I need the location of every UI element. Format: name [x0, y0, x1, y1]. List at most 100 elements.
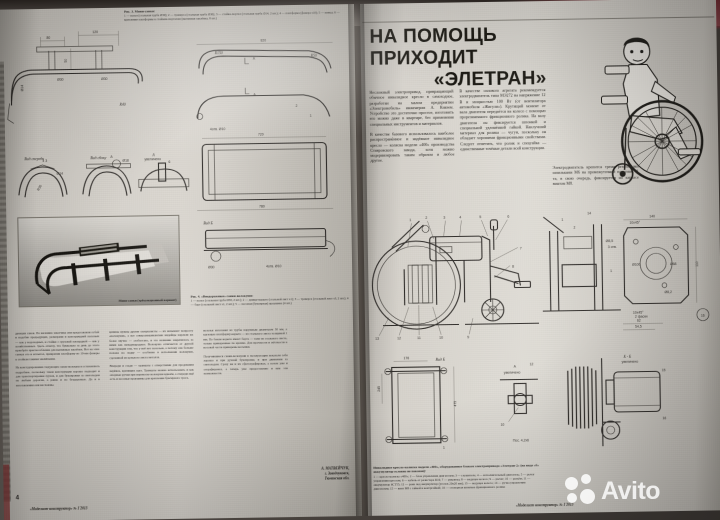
svg-text:2: 2	[296, 104, 298, 108]
right-column-1: Несложный электропривод, превращающий об…	[369, 88, 455, 164]
right-column-2: В качестве силового агрегата рекомендует…	[459, 87, 547, 152]
svg-text:780: 780	[259, 204, 265, 208]
svg-text:820: 820	[261, 38, 267, 42]
svg-text:3: 3	[443, 216, 445, 220]
fig4-caption-body: 1 — полоз (стальная труба Ø30, 2 шт.); 2…	[190, 296, 349, 308]
svg-text:1: 1	[561, 218, 563, 222]
sled-photo-image	[18, 215, 180, 307]
svg-text:Пос. 4,2х6: Пос. 4,2х6	[513, 438, 529, 442]
page-edge-red-mark	[3, 464, 11, 520]
right-journal-footer: «Моделист-конструктор» № 1'2013	[515, 502, 574, 508]
svg-text:10: 10	[501, 423, 505, 427]
svg-text:62: 62	[637, 319, 641, 323]
svg-text:Ø30: Ø30	[101, 77, 108, 81]
svg-text:1: 1	[443, 446, 445, 450]
svg-text:120: 120	[92, 30, 98, 34]
svg-text:14: 14	[587, 211, 591, 215]
fastener-detail-drawing: А увеличено 10 Пос. 4,2х6 12	[494, 359, 567, 450]
motor-roller-detail: Б - Б увеличено 15	[561, 349, 673, 455]
svg-text:12: 12	[397, 336, 401, 340]
svg-text:1: 1	[310, 114, 312, 118]
svg-text:6: 6	[168, 160, 170, 164]
frame-detail-drawing: 176 Вид Б 475 245 1	[377, 352, 499, 456]
svg-text:1: 1	[409, 218, 411, 222]
svg-text:Вид спереди: Вид спереди	[24, 157, 44, 161]
svg-text:увеличено: увеличено	[504, 370, 521, 374]
svg-text:R40: R40	[119, 103, 126, 107]
signature-region: Тюменская обл.	[324, 475, 350, 481]
svg-text:13: 13	[375, 337, 379, 341]
sled-photo-caption: Мини-санки (трёхсекционный вариант)	[118, 297, 177, 303]
svg-text:10х45°: 10х45°	[629, 221, 640, 225]
svg-text:А: А	[253, 57, 256, 61]
svg-text:54,5: 54,5	[635, 325, 642, 329]
fig3-sled-drawing: 80 120 50 R40 Ø30 Ø30 Ø14	[0, 25, 152, 137]
svg-text:увеличено: увеличено	[622, 360, 639, 364]
svg-text:720: 720	[258, 132, 264, 136]
svg-text:4отв. Ø10: 4отв. Ø10	[210, 127, 226, 131]
fig3-section-views: Вид спереди Вид сбоку А увеличено 4 3 Ø1…	[12, 149, 193, 214]
svg-text:А: А	[514, 365, 517, 369]
svg-text:140: 140	[649, 214, 655, 218]
svg-text:11: 11	[417, 336, 421, 340]
fig4-sled-drawing: 820 R150 R50 А А 4отв. Ø10 2 1	[182, 32, 354, 295]
wheelchair-man-illustration	[588, 22, 711, 194]
svg-text:475: 475	[453, 401, 457, 407]
svg-text:Вид сбоку: Вид сбоку	[90, 156, 106, 160]
svg-text:Б - Б: Б - Б	[623, 355, 632, 359]
svg-text:R50: R50	[310, 54, 317, 58]
svg-text:4отв. Ø10: 4отв. Ø10	[266, 264, 282, 268]
left-column-1: дующих санок. По желанию заказчика они п…	[15, 330, 100, 387]
svg-text:А: А	[151, 153, 155, 157]
svg-text:16: 16	[662, 416, 666, 420]
svg-text:3 отв.: 3 отв.	[608, 245, 617, 249]
fig4-caption: Рис. 4. «Внедорожные» санки-волокуши: 1 …	[191, 292, 351, 307]
svg-text:А: А	[253, 93, 256, 97]
svg-text:Ø30: Ø30	[208, 265, 215, 269]
headline-line-1: НА ПОМОЩЬ ПРИХОДИТ	[369, 24, 498, 70]
svg-text:2 фаски: 2 фаски	[635, 314, 648, 318]
sled-photograph: Мини-санки (трёхсекционный вариант)	[17, 214, 181, 308]
svg-text:110: 110	[695, 261, 699, 267]
svg-text:Ø18: Ø18	[122, 159, 129, 163]
wheelchair-front-elevation: 14 1 2 1	[539, 206, 625, 327]
svg-text:80: 80	[46, 36, 50, 40]
svg-text:Ø30: Ø30	[57, 78, 64, 82]
svg-text:Ø68: Ø68	[670, 262, 677, 266]
left-page-number: 4	[15, 495, 20, 502]
svg-text:9: 9	[467, 335, 469, 339]
right-figure-caption: Инвалидное кресло-коляска модели «400», …	[373, 463, 541, 491]
svg-text:176: 176	[404, 356, 410, 360]
left-column-2: цапины нужны другие специалисты — их наз…	[109, 328, 194, 382]
svg-text:5: 5	[479, 215, 481, 219]
svg-text:Ø14: Ø14	[57, 172, 64, 176]
svg-text:7: 7	[520, 246, 522, 250]
svg-text:4 3: 4 3	[42, 159, 47, 163]
svg-text:245: 245	[377, 386, 381, 392]
svg-text:А: А	[110, 155, 113, 159]
article-headline: НА ПОМОЩЬ ПРИХОДИТ «ЭЛЕТРАН»	[369, 23, 596, 93]
right-figure-caption-body: 1 — кресло-коляска «400»; 2 — блок управ…	[373, 471, 535, 491]
svg-text:12: 12	[530, 362, 534, 366]
left-journal-footer: «Моделист-конструктор» № 1'2013	[29, 506, 88, 512]
svg-text:1: 1	[610, 269, 612, 273]
svg-text:8: 8	[512, 265, 514, 269]
svg-text:10х45°: 10х45°	[633, 311, 644, 315]
svg-text:2: 2	[573, 226, 575, 230]
svg-text:Вид Б: Вид Б	[436, 358, 446, 362]
svg-text:R30: R30	[36, 184, 43, 191]
left-page: Рис. 3. Мини-санки: 1 — полоз (стальная …	[0, 4, 363, 520]
svg-text:Ø100: Ø100	[632, 263, 640, 267]
svg-text:6: 6	[507, 215, 509, 219]
svg-text:2: 2	[425, 216, 427, 220]
svg-text:4: 4	[459, 215, 461, 219]
mounting-plate-detail: 140 110 Ø8,5 3 отв. Ø100 Ø68 Ø8,2 10х45°…	[601, 210, 715, 332]
svg-text:увеличено: увеличено	[144, 157, 161, 161]
svg-text:16: 16	[701, 314, 705, 318]
svg-text:Ø14: Ø14	[20, 85, 24, 92]
svg-text:50: 50	[64, 59, 68, 63]
right-page: НА ПОМОЩЬ ПРИХОДИТ «ЭЛЕТРАН»	[359, 0, 720, 516]
